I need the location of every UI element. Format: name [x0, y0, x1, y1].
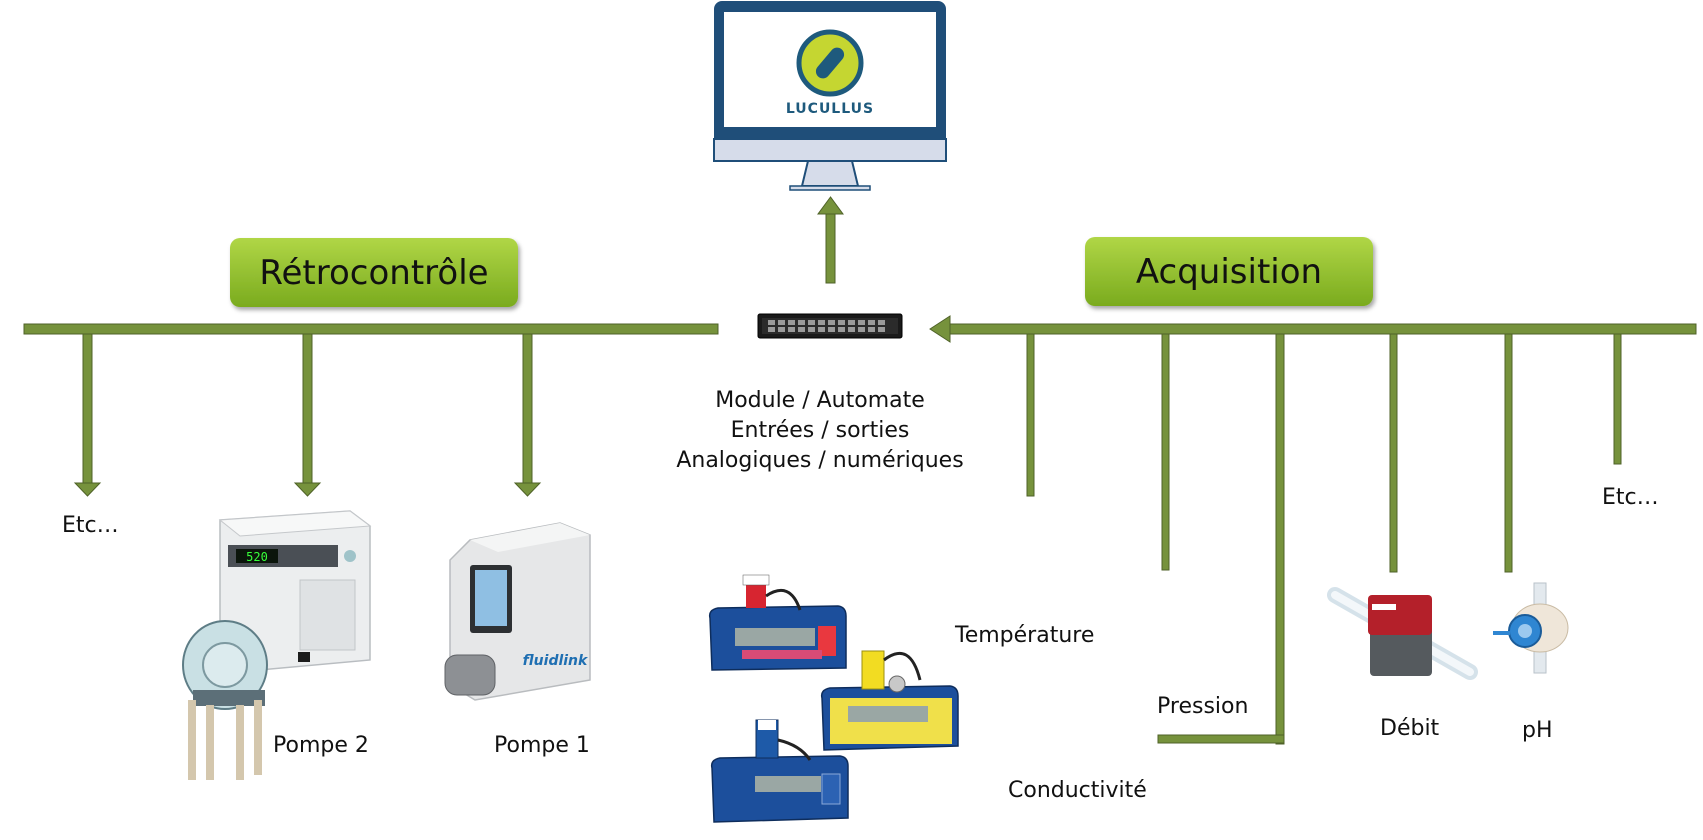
switch-port	[868, 327, 875, 332]
lucullus-logo: LUCULLUS	[786, 29, 874, 117]
switch-port	[768, 327, 775, 332]
switch-port	[858, 327, 865, 332]
switch-port	[828, 320, 835, 325]
pump-2-label: Pompe 2	[273, 733, 369, 758]
module-label: Module / Automate Entrées / sorties Anal…	[676, 388, 963, 473]
switch-port	[798, 327, 805, 332]
switch-port	[848, 320, 855, 325]
switch-port	[778, 327, 785, 332]
logo-text: LUCULLUS	[786, 101, 874, 117]
ph-label: pH	[1522, 718, 1553, 743]
computer-monitor-icon: LUCULLUS	[713, 1, 947, 191]
module-line-3: Analogiques / numériques	[676, 448, 963, 473]
acquisition-box: Acquisition	[1085, 237, 1373, 306]
switch-port	[848, 327, 855, 332]
pump-2-image: 520	[182, 510, 372, 780]
switch-port	[838, 320, 845, 325]
switch-port	[798, 320, 805, 325]
conductivity-meter-image	[710, 719, 849, 823]
switch-port	[818, 327, 825, 332]
temperature-meter-image	[708, 574, 847, 671]
switch-port	[838, 327, 845, 332]
switch-port	[828, 327, 835, 332]
pressure-label: Pression	[1157, 694, 1248, 719]
etc-input-label: Etc…	[1602, 485, 1659, 510]
etc-output-label: Etc…	[62, 513, 119, 538]
temperature-label: Température	[954, 623, 1094, 648]
switch-port	[808, 327, 815, 332]
pump-1-label: Pompe 1	[494, 733, 590, 758]
acquisition-bus	[929, 315, 1697, 745]
retrocontrole-bus	[23, 323, 719, 497]
pump-2-display: 520	[246, 550, 268, 564]
pump-1-image: fluidlink	[444, 522, 591, 701]
pump-1-brand: fluidlink	[523, 653, 589, 669]
arrow-up-to-computer	[817, 196, 844, 284]
switch-port	[778, 320, 785, 325]
acquisition-label: Acquisition	[1136, 252, 1322, 292]
switch-port	[818, 320, 825, 325]
switch-module-icon	[757, 313, 903, 339]
switch-port	[788, 320, 795, 325]
flow-sensor-image	[1327, 587, 1478, 680]
module-line-2: Entrées / sorties	[731, 418, 910, 443]
retrocontrole-label: Rétrocontrôle	[259, 253, 488, 293]
conductivity-label: Conductivité	[1008, 778, 1147, 803]
retrocontrole-box: Rétrocontrôle	[230, 238, 518, 307]
switch-port	[768, 320, 775, 325]
switch-port	[878, 320, 885, 325]
switch-port	[858, 320, 865, 325]
switch-port	[878, 327, 885, 332]
ph-sensor-image	[1493, 582, 1569, 674]
flow-label: Débit	[1380, 716, 1440, 741]
switch-port	[788, 327, 795, 332]
switch-port	[868, 320, 875, 325]
yellow-meter-image	[820, 650, 959, 751]
switch-port	[808, 320, 815, 325]
module-line-1: Module / Automate	[715, 388, 925, 413]
